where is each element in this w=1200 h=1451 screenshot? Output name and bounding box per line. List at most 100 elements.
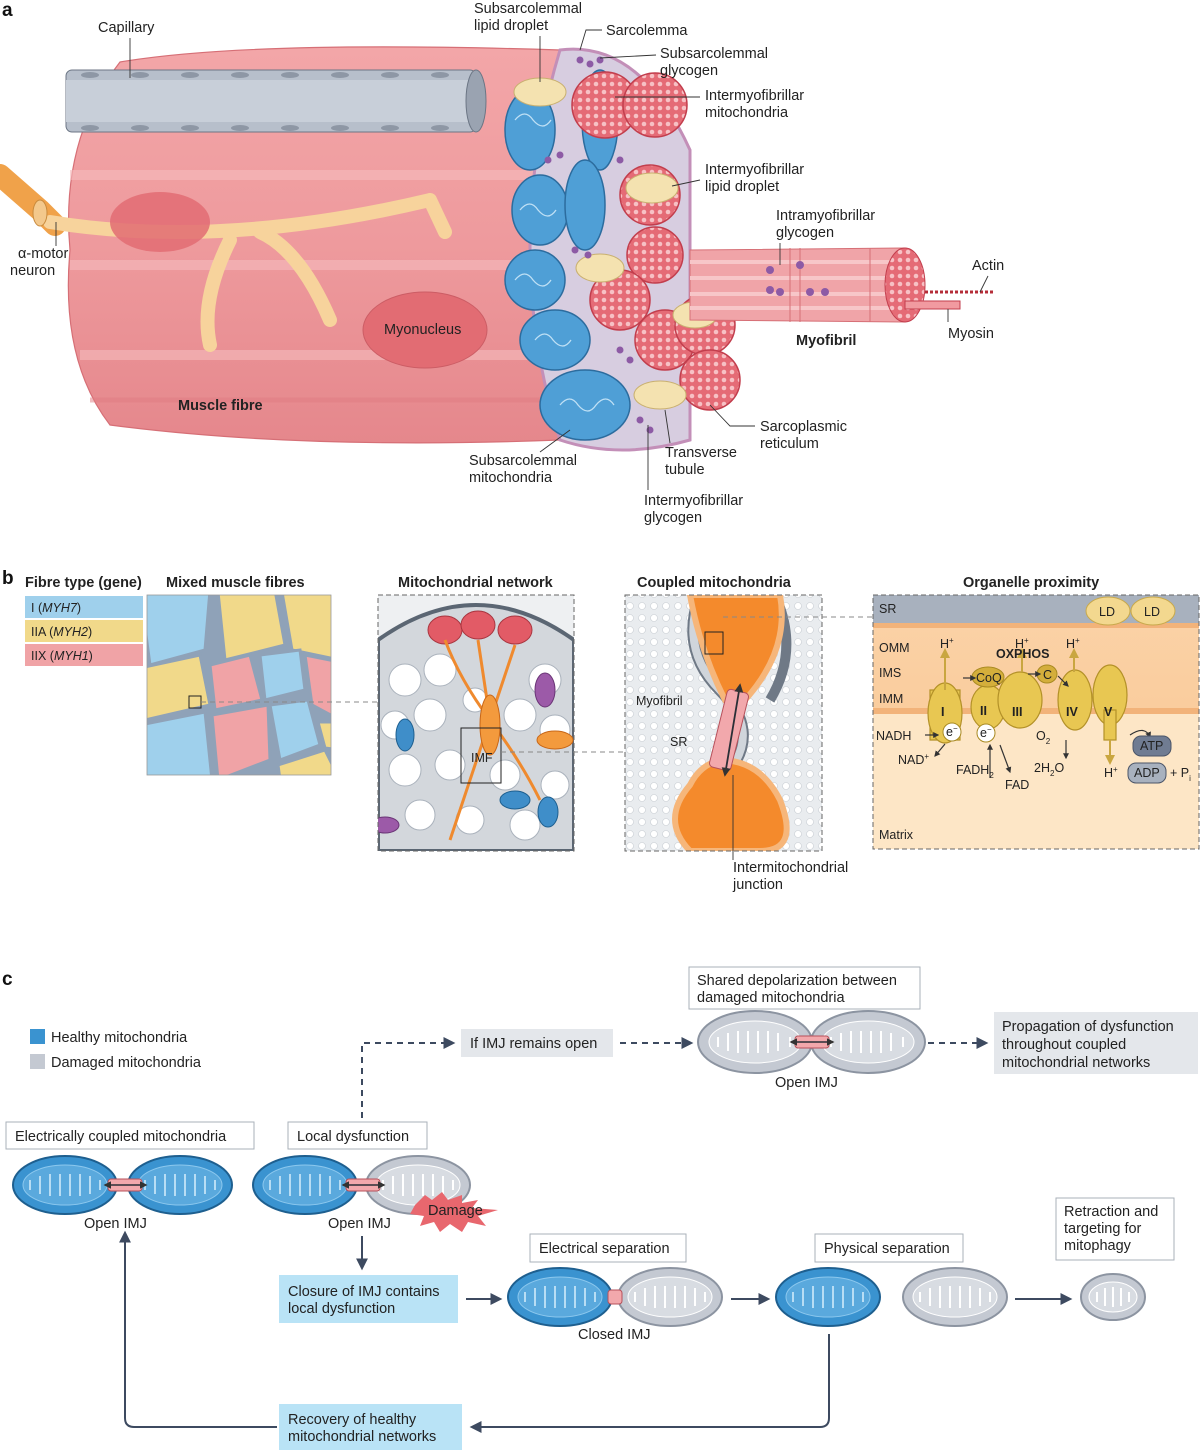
label-complex-iii: III [1012,705,1022,719]
box-recovery-1: Recovery of healthy [288,1412,417,1428]
coupled-mitochondria-view [625,595,822,851]
label-open-imj-1: Open IMJ [84,1216,147,1232]
label-h-2: H+ [1015,636,1029,651]
fibre-cross-section [504,47,741,452]
label-h-1: H+ [940,636,954,651]
label-water: 2H2O [1034,761,1064,778]
label-adp: ADP [1134,766,1160,780]
label-intermyofibrillar-lipid-droplet-2: lipid droplet [705,179,779,195]
panel-a-letter: a [2,0,13,21]
label-intermyofibrillar-mitochondria-1: Intermyofibrillar [705,88,804,104]
label-transverse-tubule-2: tubule [665,462,705,478]
heading-mitochondrial-network: Mitochondrial network [398,575,554,591]
label-actin: Actin [972,258,1004,274]
legend-type-iix: IIX (MYH1) [31,649,93,663]
label-cyt-c: C [1043,668,1052,682]
panel-b-letter: b [2,568,14,589]
box-shared-depolarization-2: damaged mitochondria [697,990,845,1006]
mito-pair-electrical-separation [507,1267,723,1327]
label-ld-2: LD [1144,605,1160,619]
legend-swatch-type-i [25,596,143,618]
label-e-2: e− [980,725,992,740]
mito-retraction [1080,1273,1146,1321]
label-subsarcolemmal-lipid-droplet-2: lipid droplet [474,18,548,34]
label-intermyofibrillar-glycogen-2: glycogen [644,510,702,526]
label-fad: FAD [1005,778,1029,792]
box-physical-separation: Physical separation [824,1241,950,1257]
fibre-type-legend: I (MYH7) IIA (MYH2) IIX (MYH1) [25,596,143,666]
label-sarcoplasmic-reticulum-1: Sarcoplasmic [760,419,847,435]
box-propagation-3: mitochondrial networks [1002,1055,1150,1071]
label-myosin: Myosin [948,326,994,342]
legend-type-iia: IIA (MYH2) [31,625,92,639]
legend-type-i: I (MYH7) [31,601,81,615]
label-closed-imj: Closed IMJ [578,1327,651,1343]
label-sarcoplasmic-reticulum-2: reticulum [760,436,819,452]
label-myofibril-b: Myofibril [636,694,683,708]
heading-mixed-muscle-fibres: Mixed muscle fibres [166,575,305,591]
heading-coupled-mitochondria: Coupled mitochondria [637,575,792,591]
legend-healthy: Healthy mitochondria [51,1030,188,1046]
label-capillary: Capillary [98,20,155,36]
label-myofibril: Myofibril [796,333,856,349]
myofibril [689,247,995,323]
mixed-fibres-mosaic [147,595,331,775]
label-matrix: Matrix [879,828,914,842]
mito-pair-local-dysfunction [252,1155,498,1232]
label-open-imj-2: Open IMJ [328,1216,391,1232]
box-shared-depolarization-1: Shared depolarization between [697,973,897,989]
label-fadh2: FADH2 [956,763,994,780]
legend-swatch-type-iia [25,620,143,642]
label-intramyofibrillar-glycogen-2: glycogen [776,225,834,241]
label-pi: + Pi [1170,766,1191,783]
myonucleus-back [110,192,210,252]
label-subsarcolemmal-lipid-droplet-1: Subsarcolemmal [474,1,582,17]
box-retraction-3: mitophagy [1064,1238,1132,1254]
box-recovery-2: mitochondrial networks [288,1429,436,1445]
label-damage: Damage [428,1203,483,1219]
label-transverse-tubule-1: Transverse [665,445,737,461]
legend-healthy-swatch [30,1029,45,1044]
label-oxphos: OXPHOS [996,647,1050,661]
label-h-3: H+ [1066,636,1080,651]
label-e-1: e− [946,724,958,739]
legend-swatch-type-iix [25,644,143,666]
label-subsarcolemmal-glycogen-1: Subsarcolemmal [660,46,768,62]
label-atp: ATP [1140,739,1163,753]
panel-c-boxes: Electrically coupled mitochondria Local … [5,966,1198,1450]
box-if-imj-open: If IMJ remains open [470,1036,597,1052]
organelle-proximity-labels: SR LD LD OMM IMS IMM Matrix OXPHOS I II … [876,602,1191,842]
box-propagation-1: Propagation of dysfunction [1002,1019,1174,1035]
label-imf: IMF [471,751,493,765]
label-intramyofibrillar-glycogen-1: Intramyofibrillar [776,208,875,224]
legend-damaged: Damaged mitochondria [51,1055,202,1071]
box-retraction-2: targeting for [1064,1221,1142,1237]
label-ld-1: LD [1099,605,1115,619]
label-complex-iv: IV [1066,705,1078,719]
label-intermyofibrillar-lipid-droplet-1: Intermyofibrillar [705,162,804,178]
label-omm: OMM [879,641,910,655]
label-subsarcolemmal-mitochondria-1: Subsarcolemmal [469,453,577,469]
label-o2: O2 [1036,729,1051,746]
label-coq: CoQ [976,671,1002,685]
damage-burst [410,1192,498,1232]
label-intermitochondrial-junction-1: Intermitochondrial [733,860,848,876]
capillary [65,69,487,133]
panel-c-legend: Healthy mitochondria Damaged mitochondri… [30,1029,202,1071]
label-imm: IMM [879,692,903,706]
box-local-dysfunction: Local dysfunction [297,1129,409,1145]
label-complex-i: I [941,705,944,719]
label-h-4: H+ [1104,765,1118,780]
label-complex-ii: II [980,704,987,718]
mito-pair-shared-depolarization [697,1010,926,1074]
label-sr-top: SR [879,602,896,616]
mito-physical-separation [775,1267,1008,1327]
box-closure-2: local dysfunction [288,1301,395,1317]
box-electrically-coupled: Electrically coupled mitochondria [15,1129,227,1145]
heading-organelle-proximity: Organelle proximity [963,575,1099,591]
mitochondrial-network-view [378,595,574,851]
label-intermyofibrillar-mitochondria-2: mitochondria [705,105,789,121]
label-myonucleus: Myonucleus [384,322,461,338]
label-subsarcolemmal-glycogen-2: glycogen [660,63,718,79]
